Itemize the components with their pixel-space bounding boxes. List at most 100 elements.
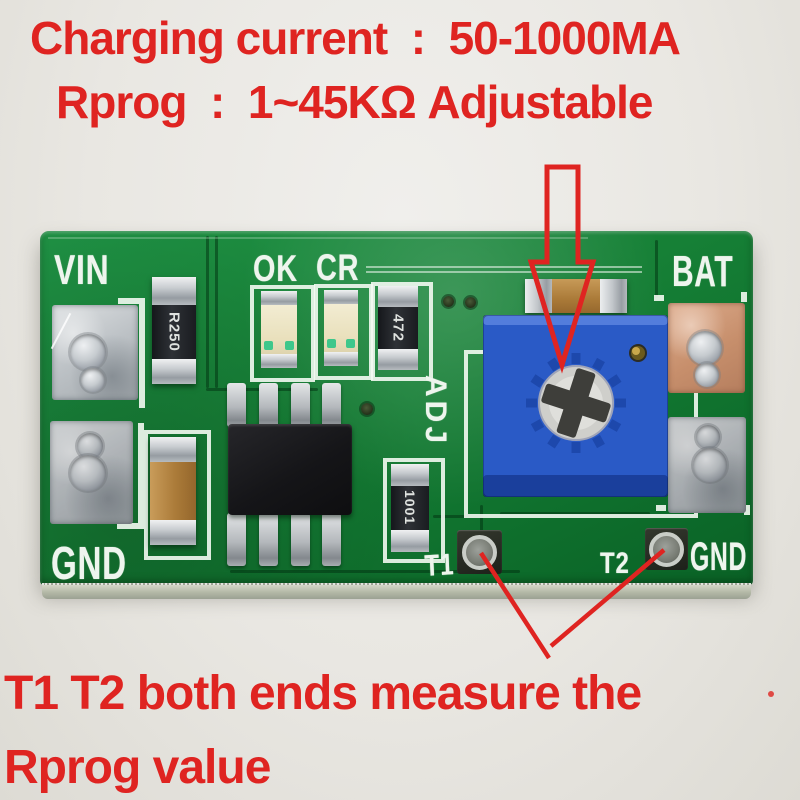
silkscreen-label-bat: BAT	[672, 247, 734, 296]
pcb-trace	[500, 512, 650, 515]
bat-solder-pad-tinned	[668, 417, 746, 513]
pcb-trace	[206, 236, 209, 388]
pcb-board-edge	[42, 583, 751, 599]
resistor-472: 472	[378, 286, 418, 370]
led-terminal	[261, 291, 297, 305]
annotation-measure-line1: T1 T2 both ends measure the	[4, 667, 642, 720]
silkscreen-label-t1: T1	[423, 548, 455, 583]
silkscreen-label-cr: CR	[316, 247, 360, 288]
resistor-marking: 472	[389, 313, 407, 343]
led-contact-dot	[285, 341, 294, 350]
resistor-r250: R250	[152, 277, 196, 384]
bat-solder-pad-copper	[668, 303, 745, 393]
resistor-terminal	[152, 277, 196, 305]
led-terminal	[324, 352, 358, 366]
silkscreen-label-adj: ADJ	[419, 375, 452, 448]
capacitor-body	[552, 279, 600, 313]
ok-led-silkscreen-box	[250, 285, 315, 382]
silkscreen-tick	[744, 505, 750, 515]
resistor-body: 1001	[391, 486, 429, 530]
resistor-terminal	[391, 530, 429, 552]
ic-pin	[259, 513, 278, 566]
vin-solder-pad	[50, 305, 138, 400]
led-contact-dot	[346, 339, 355, 348]
led-lens	[261, 305, 297, 354]
ic-pin	[227, 513, 246, 566]
pcb-trace	[655, 240, 658, 298]
via-hole	[443, 296, 454, 307]
pcb-trace	[230, 570, 520, 573]
led-terminal	[324, 290, 358, 304]
solder-hole	[70, 455, 106, 491]
led-contact-dot	[327, 339, 336, 348]
resistor-marking: R250	[165, 312, 183, 352]
led-lens	[324, 304, 358, 352]
silkscreen-label-gnd-right: GND	[690, 535, 747, 579]
silkscreen-tick	[656, 505, 666, 511]
annotation-rprog-range: Rprog : 1~45KΩ Adjustable	[56, 76, 653, 128]
silkscreen-line	[366, 271, 642, 273]
silkscreen-tick	[654, 295, 664, 301]
via-hole	[361, 403, 373, 415]
solder-hole	[693, 448, 727, 482]
pcb-trace	[433, 515, 481, 518]
capacitor-left-silkscreen-box	[144, 430, 211, 560]
test-point-t1	[457, 530, 502, 574]
red-speck	[768, 691, 774, 697]
silkscreen-label-gnd-left: GND	[51, 537, 127, 589]
silkscreen-line	[366, 266, 642, 268]
resistor-terminal	[378, 349, 418, 370]
ceramic-capacitor-top	[525, 279, 627, 313]
led-terminal	[261, 354, 297, 368]
via-hole	[465, 297, 476, 308]
led-contact-dot	[264, 341, 273, 350]
capacitor-terminal	[150, 437, 196, 462]
resistor-terminal	[378, 286, 418, 307]
ic-pin	[291, 513, 310, 566]
solder-hole	[695, 363, 719, 387]
solder-hole	[81, 368, 105, 392]
solder-hole	[696, 425, 720, 449]
test-point-ring	[649, 531, 684, 567]
gnd-pad-bracket	[117, 423, 144, 529]
silkscreen-label-ok: OK	[253, 248, 298, 289]
resistor-body: R250	[152, 305, 196, 359]
resistor-472-silkscreen-box	[371, 282, 433, 381]
test-point-t2	[645, 528, 688, 570]
pot-gold-dot-highlight	[632, 347, 640, 355]
ic-pin	[322, 383, 341, 427]
capacitor-terminal	[600, 279, 627, 313]
ic-pin	[227, 383, 246, 427]
silkscreen-tick	[741, 292, 747, 302]
resistor-terminal	[391, 464, 429, 486]
annotation-charging-current: Charging current : 50-1000MA	[30, 12, 681, 64]
pad-scratch	[50, 312, 72, 350]
test-point-ring	[462, 534, 497, 570]
cr-led	[324, 290, 358, 366]
pot-body-highlight	[483, 315, 668, 325]
ok-led	[261, 291, 297, 368]
capacitor-terminal	[150, 520, 196, 545]
ic-pin	[259, 383, 278, 427]
capacitor-terminal	[525, 279, 552, 313]
vin-pad-bracket	[118, 298, 145, 408]
charger-ic-soic8	[228, 424, 352, 515]
pcb-trace	[215, 236, 218, 388]
pot-body-base	[483, 475, 668, 497]
gnd-solder-pad-left	[50, 421, 133, 524]
annotation-measure-line2: Rprog value	[4, 741, 271, 794]
trimmer-potentiometer	[483, 315, 668, 497]
pot-screw-cross	[541, 368, 611, 438]
silkscreen-label-t2: T2	[600, 547, 630, 580]
ic-pin	[322, 513, 341, 566]
resistor-marking: 1001	[402, 490, 418, 526]
silkscreen-line	[48, 237, 588, 239]
ic-pin	[291, 383, 310, 427]
solder-hole	[688, 331, 722, 365]
resistor-1001: 1001	[391, 464, 429, 552]
solder-hole	[70, 334, 106, 370]
resistor-terminal	[152, 359, 196, 384]
silkscreen-label-vin: VIN	[54, 246, 110, 293]
capacitor-body	[150, 462, 196, 520]
resistor-1001-silkscreen-box	[383, 458, 445, 563]
